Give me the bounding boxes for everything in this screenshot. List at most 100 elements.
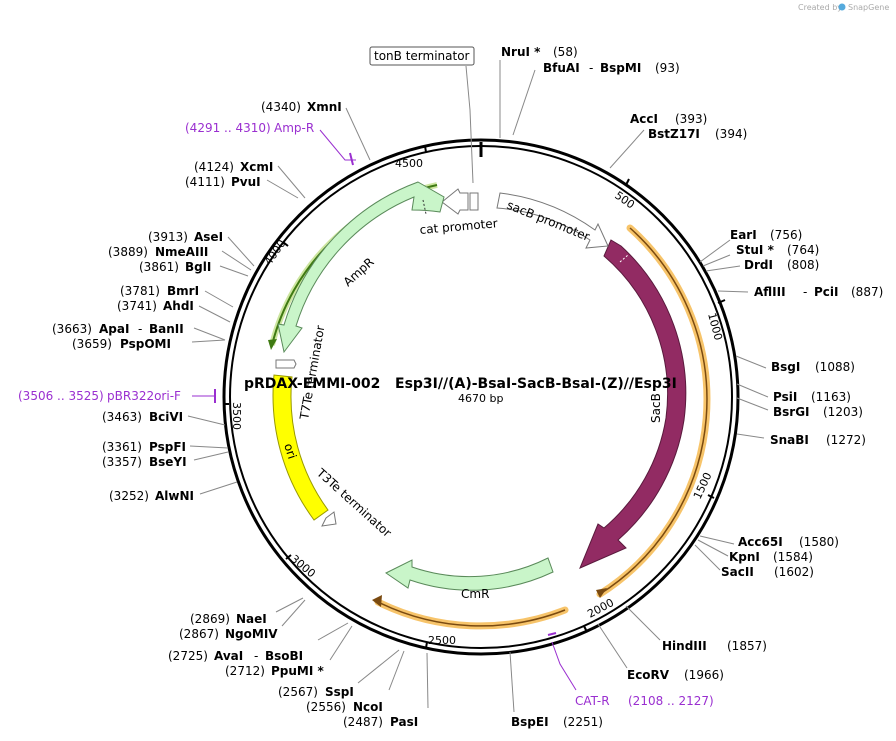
site-snabi[interactable]: SnaBI (1272) xyxy=(770,433,866,447)
site-pvui-pos: (4111) xyxy=(185,175,225,189)
site-bseyi[interactable]: (3357) BseYI xyxy=(102,455,187,469)
site-afliii[interactable]: AflIII - PciI (887) xyxy=(754,285,883,299)
site-stui[interactable]: StuI * (764) xyxy=(736,243,819,257)
site-pspomi[interactable]: (3659) PspOMI xyxy=(72,337,171,351)
t7te-label: T7Te terminator xyxy=(297,324,328,421)
tick-mark-4000 xyxy=(282,241,289,247)
t3te-feature[interactable] xyxy=(321,511,337,527)
site-avai[interactable]: (2725) AvaI - BsoBI xyxy=(168,649,303,663)
site-ecorv-name: EcoRV xyxy=(627,668,670,682)
leader-alwni xyxy=(199,481,238,495)
leader-xmni xyxy=(345,107,371,161)
site-apai-name: ApaI xyxy=(99,322,129,336)
site-bspei[interactable]: BspEI (2251) xyxy=(511,715,603,729)
site-hindiii[interactable]: HindIII (1857) xyxy=(662,639,767,653)
site-ahdi[interactable]: (3741) AhdI xyxy=(117,299,194,313)
site-afliii-name: AflIII xyxy=(754,285,786,299)
site-apai[interactable]: (3663) ApaI - BanII xyxy=(52,322,184,336)
tick-mark-1000 xyxy=(717,299,726,304)
primer-pbr322[interactable]: (3506 .. 3525) pBR322ori-F xyxy=(18,389,216,403)
site-pasi-pos: (2487) xyxy=(343,715,383,729)
site-alwni[interactable]: (3252) AlwNI xyxy=(109,489,194,503)
tick-label-4500: 4500 xyxy=(395,157,423,170)
site-ngomiv[interactable]: (2867) NgoMIV xyxy=(179,627,278,641)
site-acc65i-pos: (1580) xyxy=(799,535,839,549)
tonb-terminator-label[interactable]: tonB terminator xyxy=(374,49,470,63)
site-sacii[interactable]: SacII (1602) xyxy=(721,565,814,579)
site-sspi[interactable]: (2567) SspI xyxy=(278,685,354,699)
site-naei[interactable]: (2869) NaeI xyxy=(190,612,267,626)
site-asei[interactable]: (3913) AseI xyxy=(148,230,223,244)
site-pasi[interactable]: (2487) PasI xyxy=(343,715,418,729)
primer-amp-r-name: Amp-R xyxy=(274,121,314,135)
leader-ncoi xyxy=(388,650,405,691)
site-ncoi[interactable]: (2556) NcoI xyxy=(306,700,383,714)
primer-amp-r-mark xyxy=(349,152,354,166)
site-ahdi-name: AhdI xyxy=(163,299,194,313)
site-psii[interactable]: PsiI (1163) xyxy=(773,390,851,404)
site-hindiii-name: HindIII xyxy=(662,639,707,653)
site-afliii-name2: PciI xyxy=(814,285,839,299)
site-acci[interactable]: AccI (393) xyxy=(630,112,707,126)
site-bsgi[interactable]: BsgI (1088) xyxy=(771,360,855,374)
cmr-feature[interactable] xyxy=(385,557,554,591)
ampr-feature[interactable] xyxy=(277,181,445,354)
tick-mark-500 xyxy=(625,178,630,186)
site-bfuai-sep: - xyxy=(589,61,593,75)
site-ecorv[interactable]: EcoRV (1966) xyxy=(627,668,724,682)
leader-drdi xyxy=(705,265,741,272)
cat-promoter-label: cat promoter xyxy=(419,216,498,237)
site-naei-name: NaeI xyxy=(236,612,267,626)
site-afliii-pos: (887) xyxy=(851,285,883,299)
site-ngomiv-pos: (2867) xyxy=(179,627,219,641)
t3te-label: T3Te terminator xyxy=(313,465,394,540)
site-xcmi[interactable]: (4124) XcmI xyxy=(194,160,273,174)
site-xcmi-pos: (4124) xyxy=(194,160,234,174)
primer-pbr322-range: (3506 .. 3525) xyxy=(18,389,104,403)
site-kpni[interactable]: KpnI (1584) xyxy=(729,550,813,564)
site-bfuai[interactable]: BfuAI - BspMI (93) xyxy=(543,61,680,75)
credit-brand: SnapGene xyxy=(848,3,889,12)
site-pvui[interactable]: (4111) PvuI xyxy=(185,175,261,189)
credit-created-by: Created by xyxy=(798,3,842,12)
primer-amp-r[interactable]: (4291 .. 4310) Amp-R xyxy=(185,121,356,166)
site-apai-pos: (3663) xyxy=(52,322,92,336)
site-bsrgi[interactable]: BsrGI (1203) xyxy=(773,405,863,419)
tonb-terminator-feature[interactable] xyxy=(469,192,479,211)
site-xmni[interactable]: (4340) XmnI xyxy=(261,100,342,114)
site-xmni-name: XmnI xyxy=(307,100,342,114)
site-bcivi[interactable]: (3463) BciVI xyxy=(102,410,183,424)
tick-mark-2000 xyxy=(583,625,588,633)
site-bcivi-pos: (3463) xyxy=(102,410,142,424)
site-nrui[interactable]: NruI * (58) xyxy=(501,45,578,59)
site-bmri[interactable]: (3781) BmrI xyxy=(120,284,199,298)
site-acc65i[interactable]: Acc65I (1580) xyxy=(738,535,839,549)
site-bfuai-name: BfuAI xyxy=(543,61,580,75)
ori-feature[interactable] xyxy=(272,374,329,521)
site-hindiii-pos: (1857) xyxy=(727,639,767,653)
site-ppumi[interactable]: (2712) PpuMI * xyxy=(225,664,325,678)
site-drdi[interactable]: DrdI (808) xyxy=(744,258,819,272)
cat-promoter-feature[interactable] xyxy=(441,188,469,215)
t7te-feature[interactable] xyxy=(275,359,297,369)
primer-cat-r[interactable]: CAT-R (2108 .. 2127) xyxy=(547,632,714,708)
site-ecorv-pos: (1966) xyxy=(684,668,724,682)
site-alwni-pos: (3252) xyxy=(109,489,149,503)
site-bgli[interactable]: (3861) BglI xyxy=(139,260,211,274)
site-eari[interactable]: EarI (756) xyxy=(730,228,802,242)
site-sspi-pos: (2567) xyxy=(278,685,318,699)
site-apai-name2: BanII xyxy=(149,322,184,336)
site-drdi-pos: (808) xyxy=(787,258,819,272)
sacb-promoter-feature[interactable] xyxy=(496,192,609,249)
leader-acc65i xyxy=(699,535,735,545)
site-avai-pos: (2725) xyxy=(168,649,208,663)
site-bstz17i-pos: (394) xyxy=(715,127,747,141)
sacb-feature[interactable] xyxy=(579,239,687,569)
site-afliii-sep: - xyxy=(803,285,807,299)
site-pspfi[interactable]: (3361) PspFI xyxy=(102,440,186,454)
leader-pspomi xyxy=(191,339,226,343)
site-nmeaiii[interactable]: (3889) NmeAIII xyxy=(108,245,208,259)
primer-amp-r-range: (4291 .. 4310) xyxy=(185,121,271,135)
leader-kpni xyxy=(697,539,729,557)
site-bstz17i[interactable]: BstZ17I (394) xyxy=(648,127,747,141)
